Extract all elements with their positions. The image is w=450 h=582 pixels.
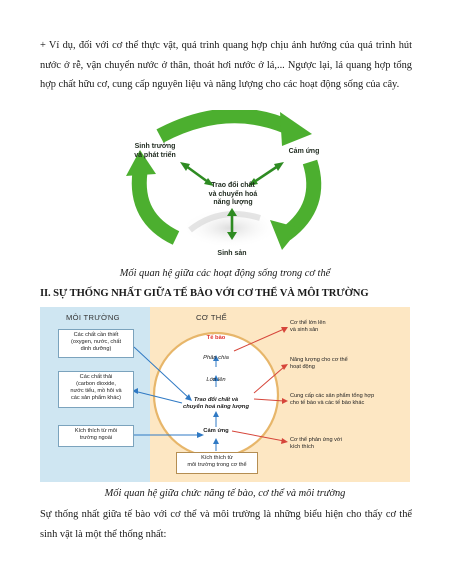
response-label: Cảm ứng xyxy=(288,148,320,155)
cell-body-environment-diagram: MÔI TRƯỜNG CƠ THỂ xyxy=(40,307,410,482)
section-heading: II. SỰ THỐNG NHẤT GIỮA TẾ BÀO VỚI CƠ THỂ… xyxy=(40,288,369,299)
right-cycle-arrow xyxy=(281,159,322,241)
division-node: Phân chia xyxy=(203,355,229,361)
center-double-arrows xyxy=(180,162,284,240)
left-cycle-arrow xyxy=(131,171,180,245)
intro-paragraph: + Ví dụ, đối với cơ thể thực vật, quá tr… xyxy=(40,40,412,91)
environment-title: MÔI TRƯỜNG xyxy=(66,313,120,322)
caption-life-activities: Mối quan hệ giữa các hoạt động sống tron… xyxy=(119,268,331,279)
growth-node: Lớn lên xyxy=(206,377,226,383)
relation-arrows xyxy=(132,327,288,459)
body-title: CƠ THỂ xyxy=(196,313,227,322)
cell-label: Tế bào xyxy=(206,335,226,341)
top-cycle-arrow xyxy=(156,110,294,143)
caption-relation: Mối quan hệ giữa chức năng tế bào, cơ th… xyxy=(104,488,346,499)
response-node: Cảm ứng xyxy=(203,428,229,434)
reproduction-label: Sinh sản xyxy=(217,250,247,257)
env-waste-box: Các chất thải(carbon dioxide,nước tiểu, … xyxy=(58,371,134,408)
closing-paragraph: Sự thống nhất giữa tế bào với cơ thể và … xyxy=(40,509,412,540)
cycle-arrows xyxy=(126,110,322,250)
